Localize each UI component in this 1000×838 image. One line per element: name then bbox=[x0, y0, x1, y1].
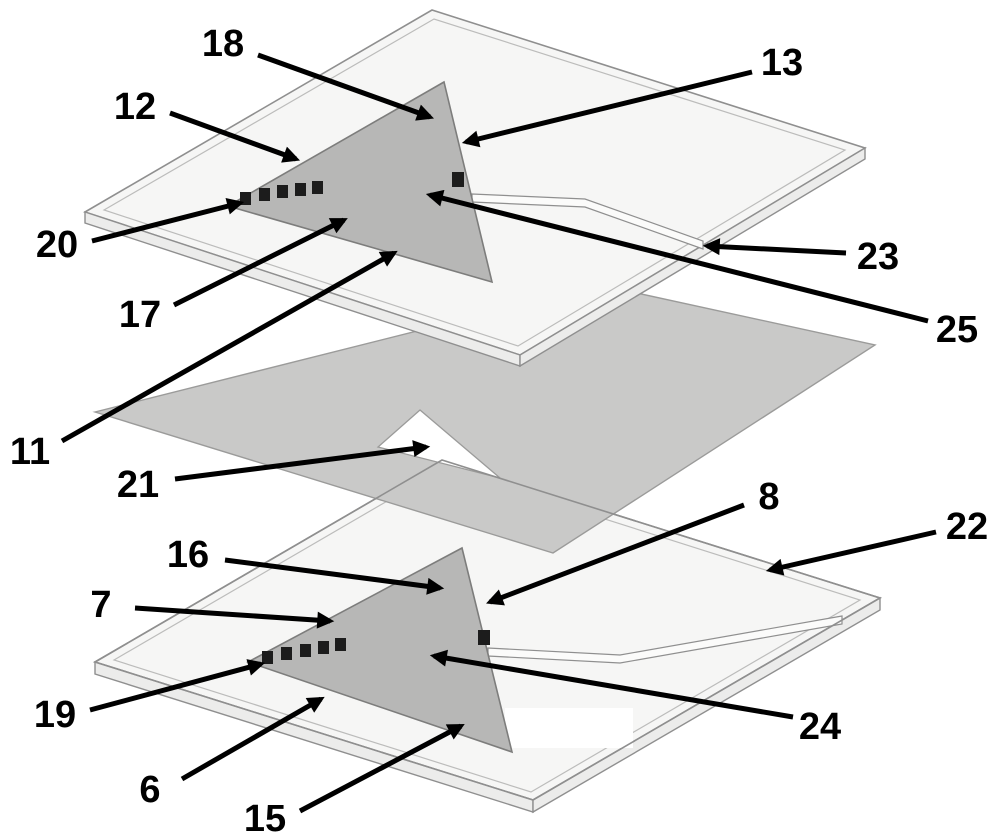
label-13: 13 bbox=[761, 42, 803, 84]
label-7: 7 bbox=[90, 584, 111, 626]
arrow-8 bbox=[486, 502, 745, 606]
arrow-24 bbox=[429, 649, 794, 720]
top-via-row bbox=[240, 181, 323, 205]
bottom-substrate-edge-overlay bbox=[93, 459, 882, 801]
scan-artifact-white-patch bbox=[505, 708, 633, 748]
arrow-16 bbox=[224, 557, 445, 595]
label-25: 25 bbox=[936, 309, 978, 351]
label-19: 19 bbox=[34, 694, 76, 736]
label-15: 15 bbox=[244, 798, 286, 838]
label-20: 20 bbox=[36, 224, 78, 266]
top-via bbox=[277, 185, 288, 198]
arrow-18 bbox=[257, 52, 434, 121]
arrow-21 bbox=[174, 440, 431, 482]
top-via bbox=[312, 181, 323, 194]
leader-arrows bbox=[60, 52, 937, 814]
arrow-12 bbox=[169, 110, 300, 163]
top-via bbox=[295, 183, 306, 196]
label-12: 12 bbox=[114, 86, 156, 128]
arrow-7 bbox=[134, 605, 335, 629]
label-11: 11 bbox=[10, 431, 50, 473]
bottom-via bbox=[262, 651, 273, 664]
arrow-13 bbox=[461, 69, 753, 148]
bottom-via-row bbox=[262, 638, 346, 664]
label-21: 21 bbox=[117, 464, 159, 506]
top-patch-triangle bbox=[225, 80, 494, 284]
arrow-22 bbox=[765, 529, 937, 576]
bottom-via bbox=[281, 647, 292, 660]
label-16: 16 bbox=[167, 534, 209, 576]
bottom-via bbox=[318, 641, 329, 654]
label-24: 24 bbox=[799, 706, 841, 748]
arrow-15 bbox=[298, 723, 465, 814]
label-17: 17 bbox=[119, 294, 161, 336]
bottom-substrate-margin-line bbox=[112, 467, 862, 793]
arrow-6 bbox=[180, 696, 325, 782]
bottom-via bbox=[335, 638, 346, 651]
bottom-via bbox=[300, 644, 311, 657]
label-23: 23 bbox=[857, 236, 899, 278]
bottom-patch-triangle bbox=[245, 546, 514, 754]
label-6: 6 bbox=[139, 769, 160, 811]
top-substrate-assembly bbox=[83, 9, 867, 368]
arrow-19 bbox=[89, 659, 266, 713]
arrow-25 bbox=[425, 189, 929, 324]
label-18: 18 bbox=[202, 23, 244, 65]
top-substrate-margin-line bbox=[102, 18, 847, 347]
label-8: 8 bbox=[758, 476, 779, 518]
arrow-11 bbox=[60, 250, 398, 444]
top-substrate-right-side bbox=[519, 146, 866, 368]
arrow-17 bbox=[172, 217, 348, 308]
top-feed-via bbox=[452, 172, 464, 187]
reference-labels: 18 13 12 20 17 23 25 11 21 8 22 16 7 19 … bbox=[10, 23, 988, 838]
arrow-20 bbox=[91, 197, 245, 244]
top-via bbox=[259, 188, 270, 201]
arrow-23 bbox=[702, 238, 847, 256]
bottom-feed-via bbox=[478, 630, 490, 645]
label-22: 22 bbox=[946, 506, 988, 548]
top-via bbox=[240, 192, 251, 205]
